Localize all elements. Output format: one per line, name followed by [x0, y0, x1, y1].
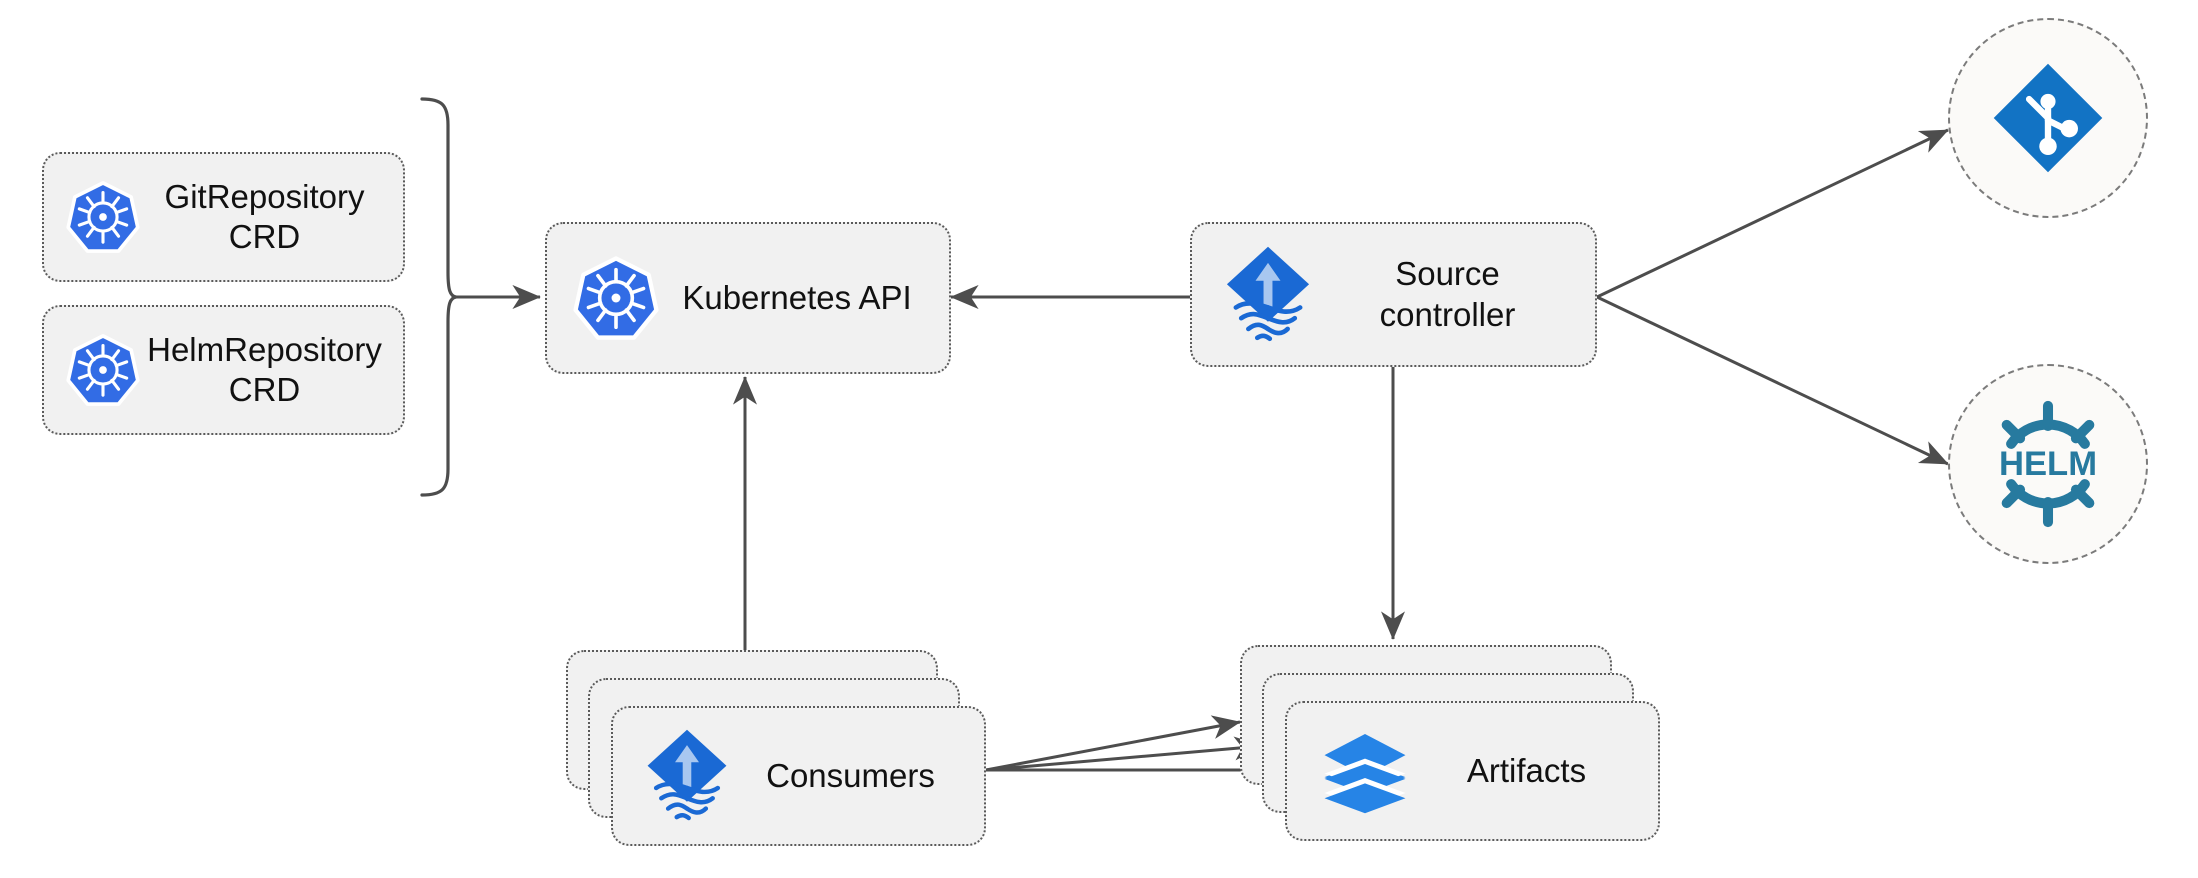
crd-curly-brace: [420, 97, 458, 497]
crd-label-helmrepository: HelmRepository CRD: [147, 330, 382, 408]
crd-box-gitrepository[interactable]: GitRepository CRD: [42, 152, 405, 282]
edge-consumers-to-artifacts-2: [985, 736, 1263, 772]
kubernetes-icon: [573, 255, 659, 341]
node-source-controller[interactable]: Source controller: [1190, 222, 1597, 367]
git-icon: [1993, 63, 2103, 173]
node-consumers[interactable]: Consumers: [611, 706, 986, 846]
kubernetes-icon: [66, 180, 140, 254]
node-artifacts[interactable]: Artifacts: [1285, 701, 1660, 841]
node-label-consumers: Consumers: [766, 756, 935, 794]
kubernetes-icon: [66, 333, 140, 407]
external-helm[interactable]: HELM: [1948, 364, 2148, 564]
flux-icon: [1222, 245, 1314, 345]
helm-icon: HELM: [1999, 400, 2097, 528]
crd-label-gitrepository: GitRepository CRD: [164, 177, 365, 255]
node-label-artifacts: Artifacts: [1466, 751, 1587, 789]
node-label-kubernetes-api: Kubernetes API: [682, 278, 912, 316]
edge-source-to-helm: [1596, 295, 1949, 466]
node-label-source-controller: Source controller: [1379, 255, 1516, 333]
helm-wordmark: HELM: [1999, 445, 2097, 483]
edge-consumers-to-artifacts-1: [985, 715, 1241, 772]
layers-icon: [1321, 727, 1409, 815]
external-git[interactable]: [1948, 18, 2148, 218]
flux-icon: [643, 728, 731, 824]
node-kubernetes-api[interactable]: Kubernetes API: [545, 222, 951, 374]
crd-box-helmrepository[interactable]: HelmRepository CRD: [42, 305, 405, 435]
edge-source-to-git: [1596, 128, 1949, 299]
